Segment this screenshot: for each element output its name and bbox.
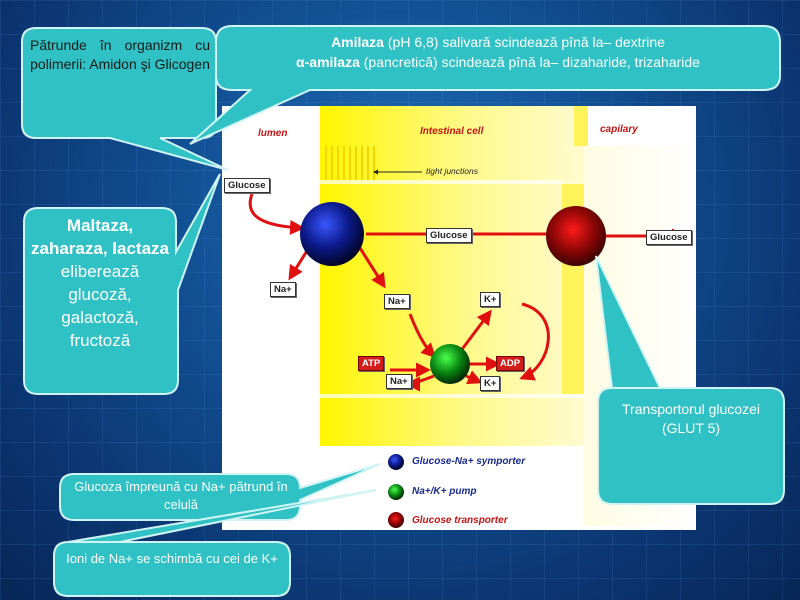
label-tight-junctions: tight junctions <box>426 166 478 176</box>
box-atp: ATP <box>358 356 385 371</box>
text-alpha-amilaza-rest: (pancretică) scindează pînă la– dizahari… <box>359 54 700 70</box>
text-amilaza-rest: (pH 6,8) salivară scindează pînă la– dex… <box>383 34 665 50</box>
legend-transporter: Glucose transporter <box>412 515 508 526</box>
legend-pump: Na+/K+ pump <box>412 486 477 497</box>
label-lumen: lumen <box>258 128 288 139</box>
text-alpha-amilaza-bold: α-amilaza <box>296 54 360 70</box>
intestinal-cell-area <box>320 106 584 446</box>
text-bottom-ions: Ioni de Na+ se schimbă cu cei de K+ <box>66 551 278 566</box>
box-glucose-lumen: Glucose <box>224 178 270 193</box>
callout-left-enzymes <box>23 173 221 395</box>
legend-symporter: Glucose-Na+ symporter <box>412 456 526 467</box>
callout-top-center <box>189 25 781 145</box>
text-left-enzymes: Maltaza, zaharaza, lactaza eliberează gl… <box>30 214 170 352</box>
label-capillary: capilary <box>600 124 638 135</box>
text-right-transporter: Transportorul glucozei (GLUT 5) <box>622 401 760 436</box>
box-na-bottom: Na+ <box>386 374 412 389</box>
box-glucose-cell: Glucose <box>426 228 472 243</box>
box-glucose-capillary: Glucose <box>646 230 692 245</box>
text-top-left: Pătrunde în organizm cu polimerii: Amido… <box>30 37 210 72</box>
legend-red-dot <box>388 512 404 528</box>
legend-green-dot <box>388 484 404 500</box>
box-na-lumen: Na+ <box>270 282 296 297</box>
legend-blue-dot <box>388 454 404 470</box>
text-enzymes-rest: eliberează glucoză, galactoză, fructoză <box>60 262 140 350</box>
glucose-na-symporter-ball <box>300 202 364 266</box>
callout-top-left <box>21 27 229 171</box>
text-top-center: Amilaza (pH 6,8) salivară scindează pînă… <box>222 32 774 72</box>
box-k-bottom: K+ <box>480 376 501 391</box>
text-enzymes-bold: Maltaza, zaharaza, lactaza <box>31 216 169 258</box>
na-k-pump-ball <box>430 344 470 384</box>
text-amilaza-bold: Amilaza <box>331 34 384 50</box>
box-k-top: K+ <box>480 292 501 307</box>
glucose-transporter-ball <box>546 206 606 266</box>
label-intestinal-cell: Intestinal cell <box>420 126 484 137</box>
box-adp: ADP <box>496 356 525 371</box>
box-na-cell: Na+ <box>384 294 410 309</box>
callout-right-transporter <box>595 255 785 505</box>
text-bottom-glucose: Glucoza împreună cu Na+ pătrund în celul… <box>74 479 288 512</box>
callout-bottom-ions <box>53 489 377 597</box>
